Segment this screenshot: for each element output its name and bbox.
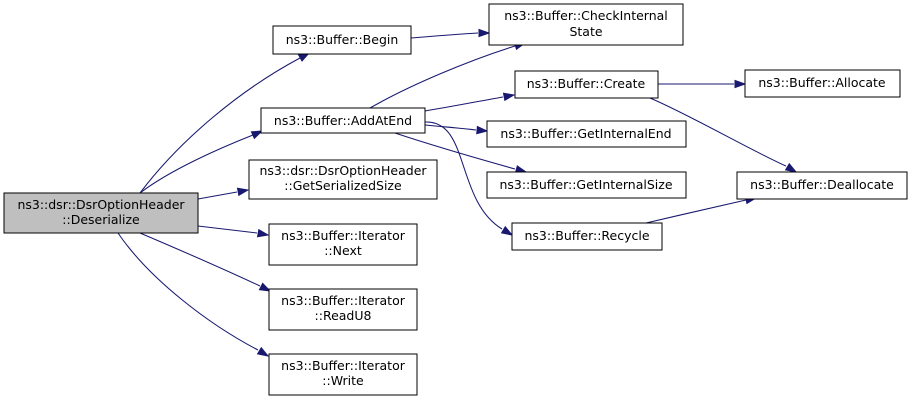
edge-recycle-to-deallocate xyxy=(645,195,758,224)
node-allocate[interactable]: ns3::Buffer::Allocate xyxy=(744,69,901,98)
arrowhead-icon xyxy=(236,187,250,197)
node-next[interactable]: ns3::Buffer::Iterator ::Next xyxy=(268,223,418,266)
edge-line xyxy=(197,191,238,200)
arrowhead-icon xyxy=(250,130,264,140)
arrowhead-icon xyxy=(500,225,514,236)
edge-line xyxy=(394,132,516,170)
node-getinternalend-label: ns3::Buffer::GetInternalEnd xyxy=(500,126,671,141)
node-write-line-2: ::Write xyxy=(322,373,364,388)
edge-line xyxy=(139,57,301,194)
edge-line xyxy=(424,96,504,112)
node-deallocate-label: ns3::Buffer::Deallocate xyxy=(750,177,894,192)
node-getserializedsize[interactable]: ns3::dsr::DsrOptionHeader ::GetSerialize… xyxy=(248,159,438,200)
edge-addatend-to-getinternalend xyxy=(424,124,489,135)
arrowhead-icon xyxy=(784,162,798,173)
edge-line xyxy=(369,45,516,109)
edges-layer xyxy=(117,28,798,357)
node-getserializedsize-line-2: ::GetSerializedSize xyxy=(284,178,402,193)
node-begin[interactable]: ns3::Buffer::Begin xyxy=(272,25,412,55)
edge-line xyxy=(424,124,477,131)
node-getinternalsize-label: ns3::Buffer::GetInternalSize xyxy=(499,177,672,192)
edge-deserialize-to-getserializedsize xyxy=(197,187,250,200)
edge-line xyxy=(645,199,747,224)
node-allocate-label: ns3::Buffer::Allocate xyxy=(758,75,886,90)
edge-deserialize-to-addatend xyxy=(139,130,264,194)
edge-line xyxy=(410,32,479,39)
node-create-label: ns3::Buffer::Create xyxy=(527,76,646,91)
edge-addatend-to-create xyxy=(424,92,516,112)
edge-deserialize-to-readu8 xyxy=(139,232,272,292)
edge-line xyxy=(139,232,261,287)
node-addatend[interactable]: ns3::Buffer::AddAtEnd xyxy=(260,107,426,134)
node-checkinternalstate-line-2: State xyxy=(569,24,602,39)
node-checkinternalstate[interactable]: ns3::Buffer::CheckInternal State xyxy=(488,3,684,46)
node-deserialize[interactable]: ns3::dsr::DsrOptionHeader ::Deserialize xyxy=(3,192,199,234)
arrowhead-icon xyxy=(258,282,272,292)
edge-deserialize-to-write xyxy=(117,232,270,357)
node-deserialize-line-2: ::Deserialize xyxy=(62,212,140,227)
edge-addatend-to-recycle xyxy=(424,121,514,236)
node-write[interactable]: ns3::Buffer::Iterator ::Write xyxy=(268,353,418,396)
node-checkinternalstate-line-1: ns3::Buffer::CheckInternal xyxy=(504,8,668,23)
node-create[interactable]: ns3::Buffer::Create xyxy=(514,70,659,99)
arrowhead-icon xyxy=(478,28,491,38)
edge-create-to-deallocate xyxy=(649,97,798,173)
node-getinternalsize[interactable]: ns3::Buffer::GetInternalSize xyxy=(486,171,687,199)
arrowhead-icon xyxy=(734,79,747,89)
edge-line xyxy=(649,97,787,167)
arrowhead-icon xyxy=(256,228,270,238)
node-next-line-1: ns3::Buffer::Iterator xyxy=(281,228,406,243)
node-getserializedsize-line-1: ns3::dsr::DsrOptionHeader xyxy=(259,163,427,178)
arrowhead-icon xyxy=(476,125,489,135)
node-deallocate[interactable]: ns3::Buffer::Deallocate xyxy=(736,171,908,200)
edge-line xyxy=(197,225,258,234)
node-recycle[interactable]: ns3::Buffer::Recycle xyxy=(511,222,663,251)
node-addatend-label: ns3::Buffer::AddAtEnd xyxy=(274,113,412,128)
arrowhead-icon xyxy=(502,92,516,102)
node-next-line-2: ::Next xyxy=(324,243,362,258)
edge-line xyxy=(139,134,254,194)
edge-line xyxy=(424,121,503,230)
node-recycle-label: ns3::Buffer::Recycle xyxy=(524,228,649,243)
node-deserialize-line-1: ns3::dsr::DsrOptionHeader xyxy=(17,197,185,212)
node-getinternalend[interactable]: ns3::Buffer::GetInternalEnd xyxy=(486,120,687,148)
node-readu8-line-2: ::ReadU8 xyxy=(315,308,372,323)
arrowhead-icon xyxy=(256,346,270,357)
edge-line xyxy=(117,232,259,351)
node-readu8[interactable]: ns3::Buffer::Iterator ::ReadU8 xyxy=(268,288,418,331)
node-write-line-1: ns3::Buffer::Iterator xyxy=(281,358,406,373)
edge-deserialize-to-next xyxy=(197,225,270,238)
node-begin-label: ns3::Buffer::Begin xyxy=(286,32,399,47)
node-readu8-line-1: ns3::Buffer::Iterator xyxy=(281,293,406,308)
edge-create-to-allocate xyxy=(658,79,747,89)
edge-begin-to-checkinternalstate xyxy=(410,28,491,39)
